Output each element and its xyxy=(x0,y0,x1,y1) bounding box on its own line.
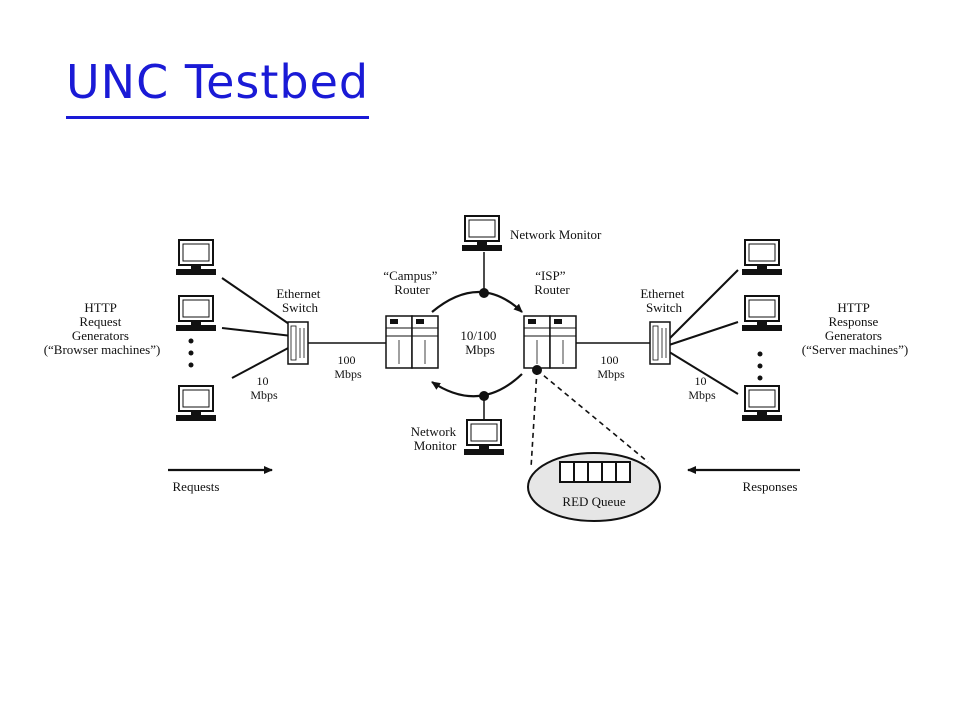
link-100-right-label: 100 Mbps xyxy=(597,353,625,381)
switch-right-label: Ethernet Switch xyxy=(640,286,687,315)
ethernet-switch-icon xyxy=(287,321,309,365)
response-generators-label: HTTP Response Generators (“Server machin… xyxy=(802,300,908,357)
client-links xyxy=(221,277,293,379)
campus-router-label: “Campus” Router xyxy=(383,268,440,297)
computer-icon xyxy=(175,385,217,422)
ethernet-switch-icon xyxy=(649,321,671,365)
computer-icon xyxy=(741,295,783,332)
link-10-left-label: 10 Mbps xyxy=(250,374,278,402)
page-title: UNC Testbed xyxy=(66,50,370,119)
red-queue-label: RED Queue xyxy=(562,494,625,509)
monitor-tap-point xyxy=(479,391,489,401)
ellipsis-dots xyxy=(188,338,194,368)
center-link-label: 10/100 Mbps xyxy=(460,328,499,357)
network-monitor-top-label: Network Monitor xyxy=(510,227,602,242)
server-links xyxy=(665,269,739,395)
computer-icon xyxy=(175,239,217,276)
link-100-left-label: 100 Mbps xyxy=(334,353,362,381)
center-ring xyxy=(431,291,523,398)
computer-icon xyxy=(461,215,503,252)
computer-icon xyxy=(741,385,783,422)
router-icon xyxy=(523,315,577,369)
computer-icon xyxy=(463,419,505,456)
queue-callout-lines xyxy=(530,369,649,469)
request-generators-label: HTTP Request Generators (“Browser machin… xyxy=(44,300,161,357)
ellipsis-dots xyxy=(757,351,763,381)
responses-label: Responses xyxy=(743,479,798,494)
link-10-right-label: 10 Mbps xyxy=(688,374,716,402)
router-icon xyxy=(385,315,439,369)
requests-label: Requests xyxy=(173,479,220,494)
switch-left-label: Ethernet Switch xyxy=(276,286,323,315)
isp-router-label: “ISP” Router xyxy=(534,268,570,297)
queue-icon xyxy=(559,461,631,483)
computer-icon xyxy=(741,239,783,276)
network-monitor-bottom-label: Network Monitor xyxy=(411,424,460,453)
computer-icon xyxy=(175,295,217,332)
monitor-tap-point xyxy=(479,288,489,298)
